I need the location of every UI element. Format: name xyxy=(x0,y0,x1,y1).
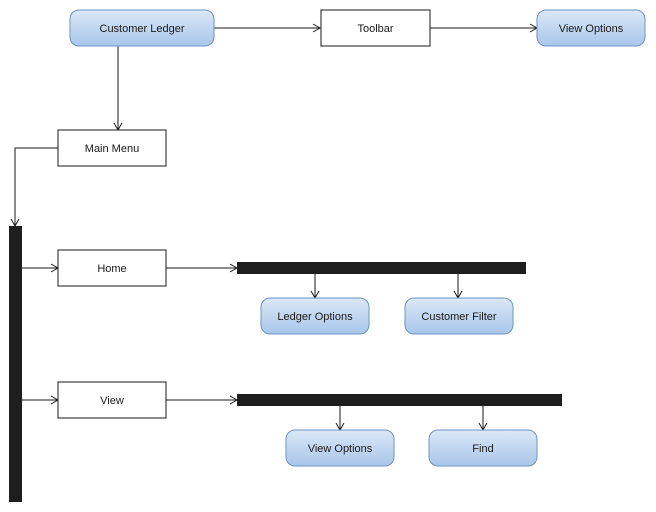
edge-main-menu-to-fork xyxy=(14,147,58,226)
node-ledger-options[interactable]: Ledger Options xyxy=(260,297,370,335)
node-view-options-top[interactable]: View Options xyxy=(536,9,646,47)
arrowhead-toolbar xyxy=(312,23,322,33)
node-view-options-bottom[interactable]: View Options xyxy=(285,429,395,467)
node-main-menu[interactable]: Main Menu xyxy=(57,129,167,167)
fork-bar-vertical xyxy=(9,226,22,502)
node-label: View xyxy=(100,395,124,407)
fork-bar-home xyxy=(237,262,526,274)
node-label: Customer Ledger xyxy=(100,23,185,35)
node-customer-ledger[interactable]: Customer Ledger xyxy=(69,9,215,47)
node-label: Main Menu xyxy=(85,143,139,155)
node-toolbar[interactable]: Toolbar xyxy=(320,9,431,47)
edges xyxy=(10,23,539,432)
fork-bar-view xyxy=(237,394,562,406)
node-view[interactable]: View xyxy=(57,381,167,419)
node-label: Home xyxy=(97,263,126,275)
node-label: View Options xyxy=(559,23,624,35)
node-label: View Options xyxy=(308,443,373,455)
node-home[interactable]: Home xyxy=(57,249,167,287)
node-label: Customer Filter xyxy=(421,311,497,323)
node-label: Toolbar xyxy=(357,23,393,35)
node-label: Ledger Options xyxy=(277,311,353,323)
node-label: Find xyxy=(472,443,493,455)
node-customer-filter[interactable]: Customer Filter xyxy=(404,297,514,335)
node-find[interactable]: Find xyxy=(428,429,538,467)
